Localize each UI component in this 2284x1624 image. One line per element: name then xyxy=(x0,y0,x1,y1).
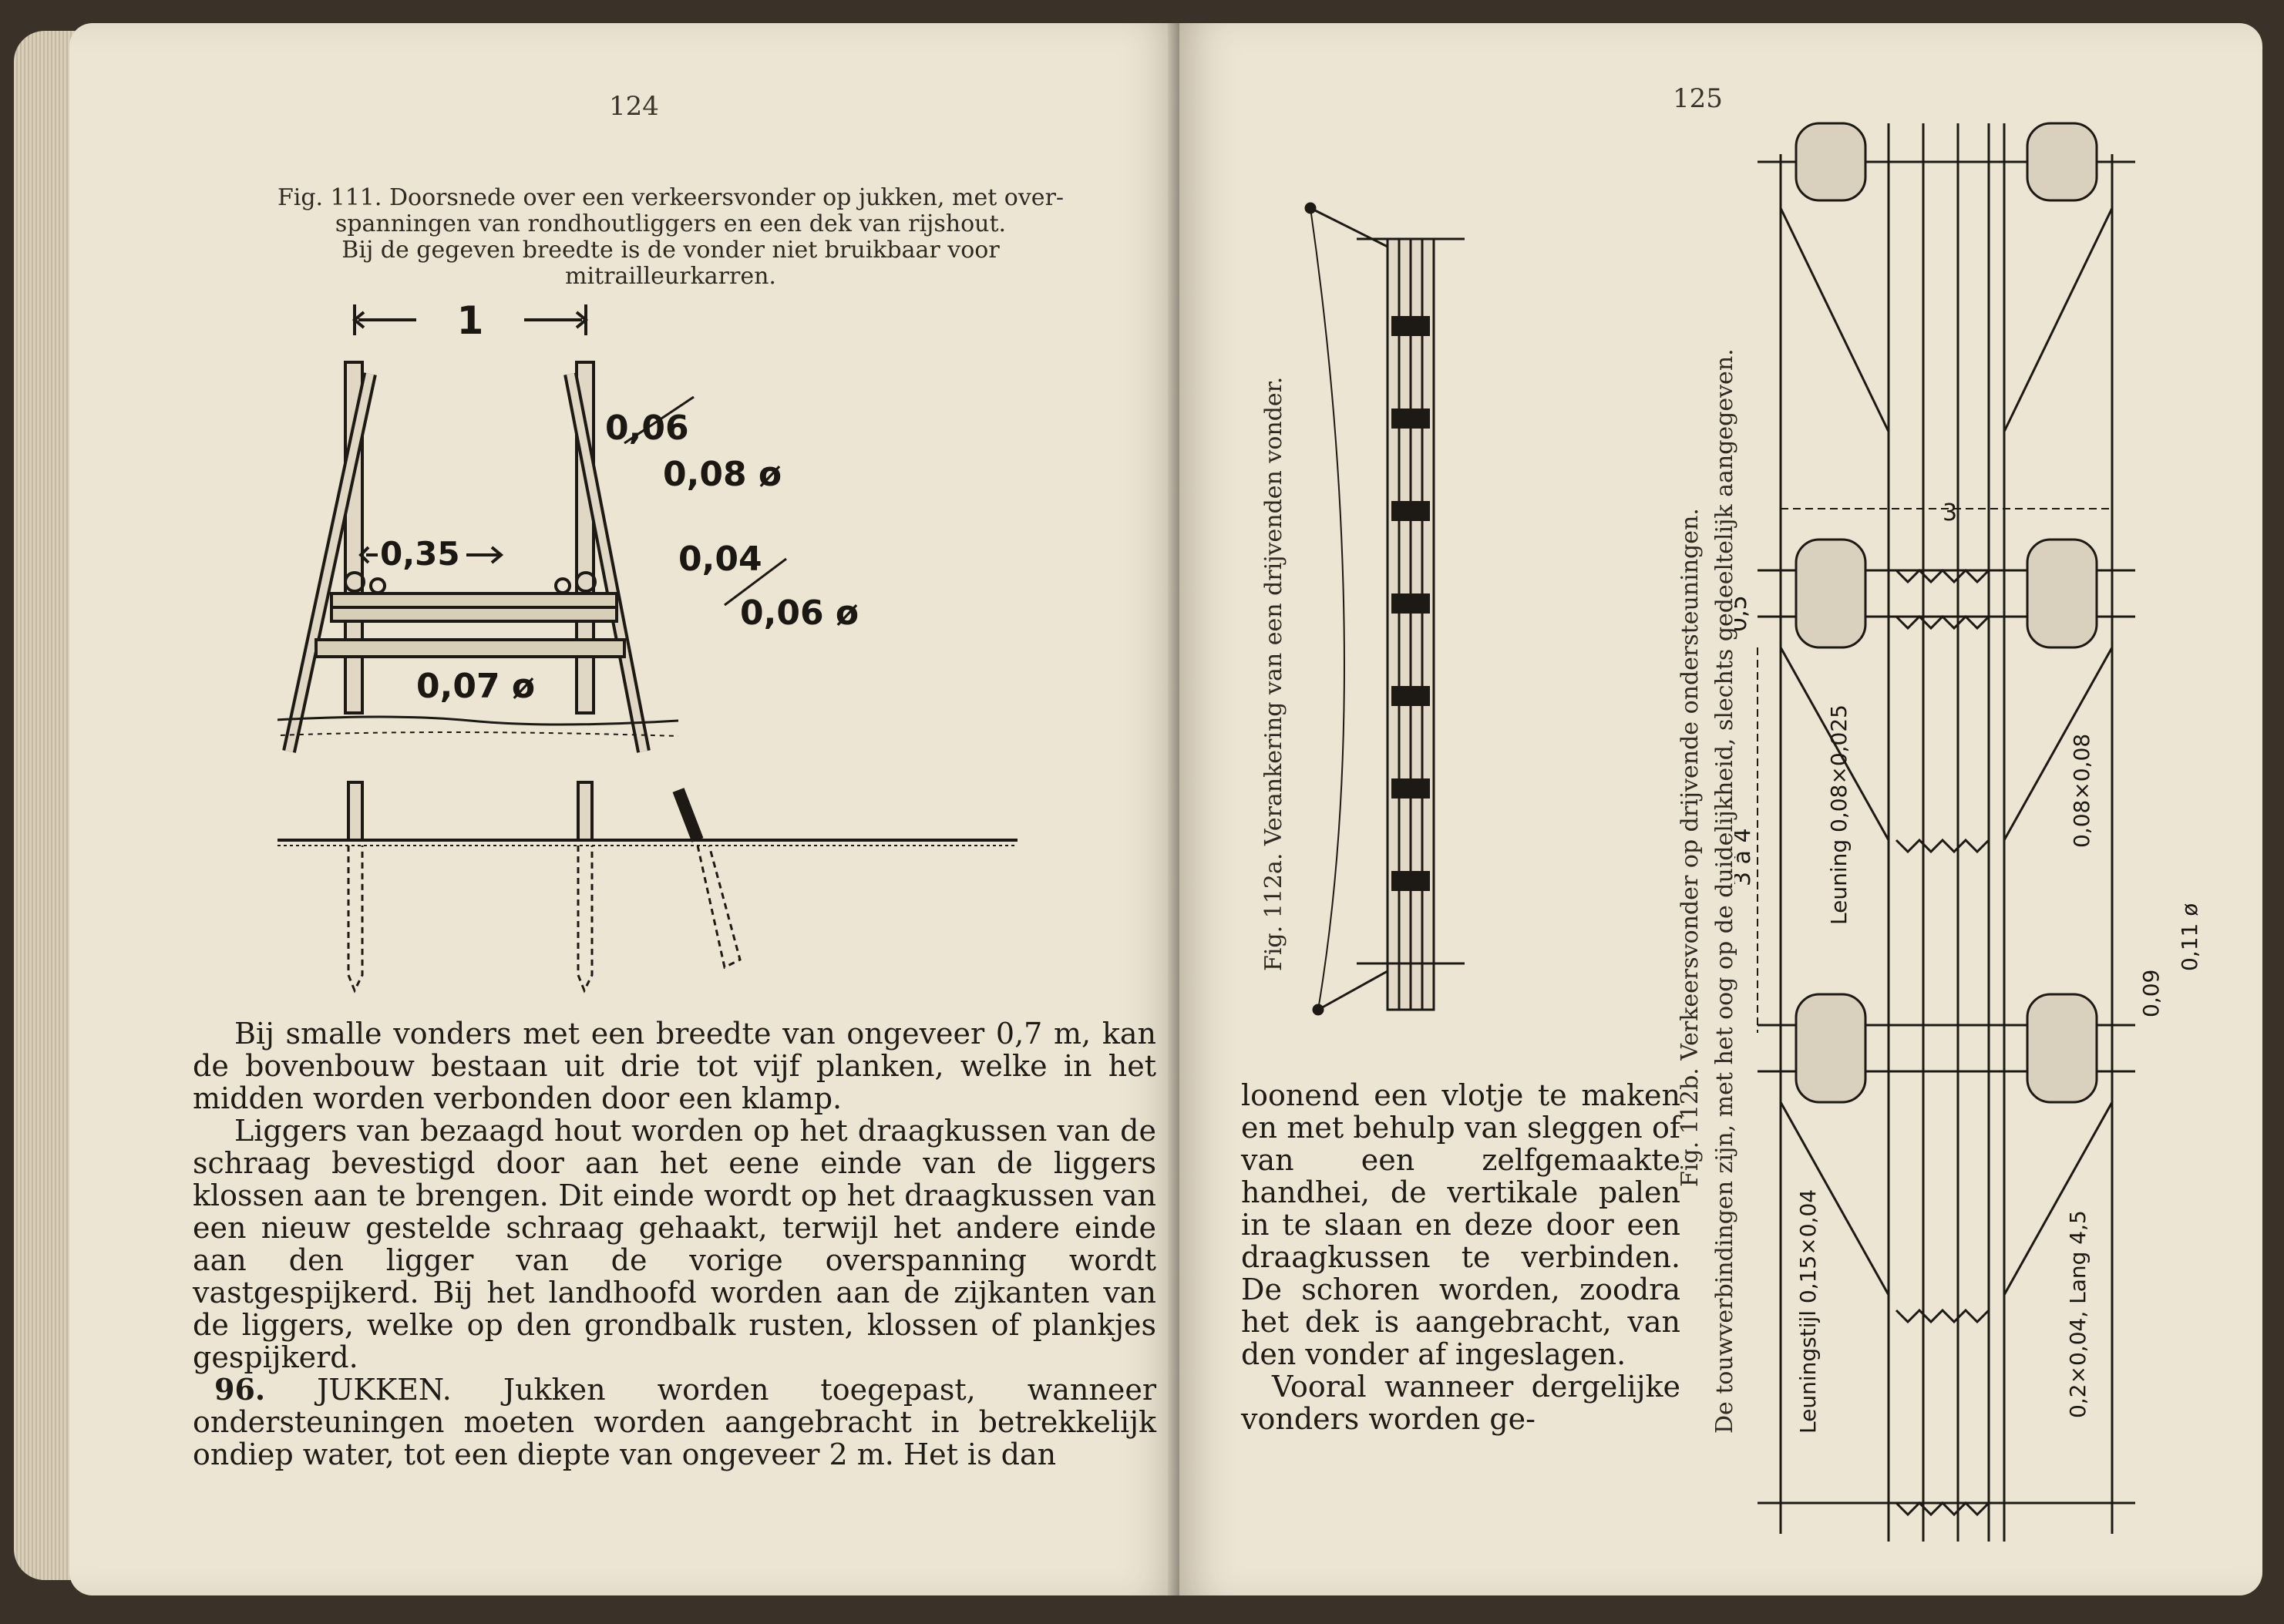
caption-line: spanningen van rondhoutliggers en een de… xyxy=(335,210,1007,237)
figure-112b-drawing: 3 0,5 3 à 4 Leuning 0,08×0,025 0,08×0,08… xyxy=(1734,122,2202,1542)
figure-label-leuning: Leuning 0,08×0,025 xyxy=(1826,704,1852,925)
caption-line: Fig. 111. Doorsnede over een verkeersvon… xyxy=(277,184,1065,211)
left-page: 124 Fig. 111. Doorsnede over een verkeer… xyxy=(69,23,1179,1595)
section-96: 96. JUKKEN. Jukken worden toegepast, wan… xyxy=(193,1374,1156,1471)
rope-lashings xyxy=(1895,568,1990,1517)
section-heading: JUKKEN. xyxy=(317,1373,452,1407)
figure-label-d1: 0,06 xyxy=(605,409,689,448)
figure-112b-caption-line1: Fig. 112b. Verkeersvonder op drijvende o… xyxy=(1677,508,1704,1187)
figure-label-d1b: 0,08 ø xyxy=(663,455,782,494)
figure-112a-drawing xyxy=(1304,202,1465,1016)
figure-112a-caption: Fig. 112a. Verankering van een drijvende… xyxy=(1260,376,1287,971)
figure-label-d2: 0,04 xyxy=(678,540,762,579)
paragraph: Bij smalle vonders met een breedte van o… xyxy=(193,1017,1156,1115)
figure-label-half: 0,5 xyxy=(1734,595,1752,632)
caption-line: mitrailleurkarren. xyxy=(565,263,776,290)
figure-111-caption: Fig. 111. Doorsnede over een verkeersvon… xyxy=(170,185,1172,290)
section-text: Jukken worden toegepast, wanneer onderst… xyxy=(193,1373,1156,1471)
figure-label-stijl: Leuningstijl 0,15×0,04 xyxy=(1795,1189,1821,1434)
right-page-body: loonend een vlotje te maken en met behul… xyxy=(1241,1079,1680,1435)
figure-label-span: 3 xyxy=(1943,499,1957,526)
figure-label-rope: 0,09 xyxy=(2138,970,2164,1017)
paragraph: Vooral wanneer dergelijke vonders worden… xyxy=(1241,1370,1680,1436)
page-number-right: 125 xyxy=(1673,83,1723,114)
figure-label-beam: 0,08×0,08 xyxy=(2069,734,2094,848)
pontoon-drums xyxy=(1795,122,2098,1104)
right-page: 125 Fig. 112a. Verankering van een drijv… xyxy=(1179,23,2262,1595)
caption-line: Bij de gegeven breedte is de vonder niet… xyxy=(341,237,1000,264)
section-number: 96. xyxy=(214,1372,266,1407)
paragraph: Liggers van bezaagd hout worden op het d… xyxy=(193,1114,1156,1374)
figure-label-plank: 0,2×0,04, Lang 4,5 xyxy=(2065,1210,2091,1418)
figure-label-d2b: 0,06 ø xyxy=(740,593,859,633)
figure-label-rope-b: 0,11 ø xyxy=(2177,903,2202,971)
figure-label-width: 1 xyxy=(457,298,484,343)
figure-label-d3: 0,07 ø xyxy=(416,667,535,706)
figure-label-range: 3 à 4 xyxy=(1734,828,1756,886)
figure-label-gap: 0,35 xyxy=(380,535,460,573)
figure-111-drawing: 1 0,06 0,08 ø 0,35 0,04 0,06 ø 0,07 ø xyxy=(278,298,1018,994)
pontoon-markers xyxy=(1391,316,1430,891)
left-page-body: Bij smalle vonders met een breedte van o… xyxy=(193,1017,1156,1471)
paragraph: loonend een vlotje te maken en met behul… xyxy=(1241,1078,1680,1371)
page-number-left: 124 xyxy=(609,91,659,122)
